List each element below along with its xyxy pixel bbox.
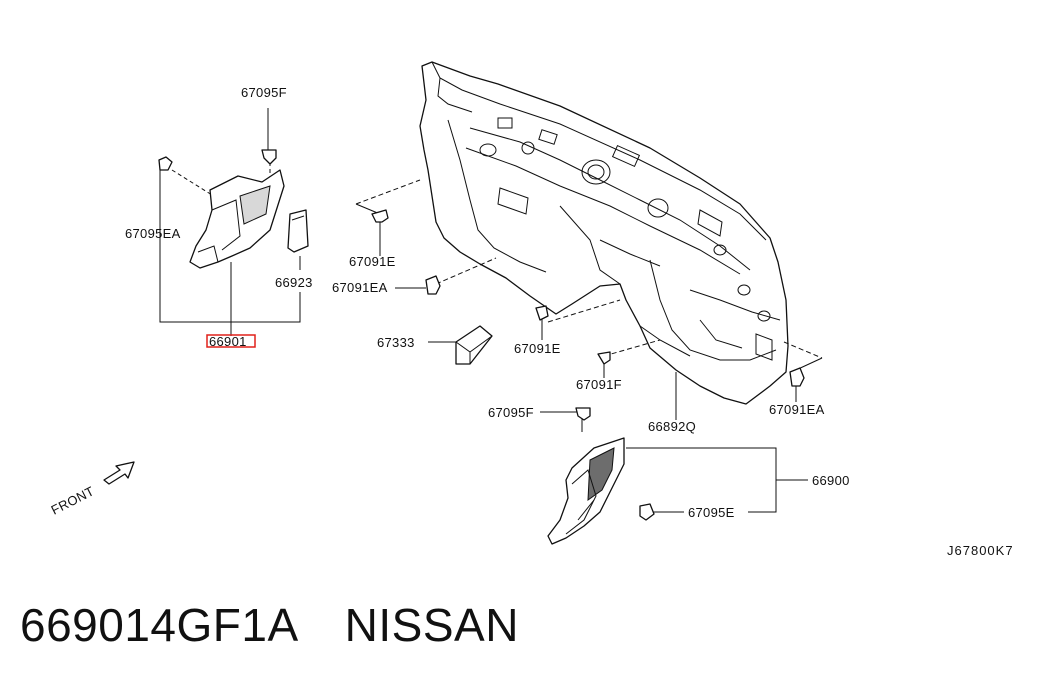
- callout-66901: 66901: [209, 334, 247, 349]
- fasteners: [371, 209, 805, 387]
- dash-insulator-assembly: [419, 61, 789, 405]
- callout-67091f: 67091F: [576, 377, 622, 392]
- callout-67095f-bottom: 67095F: [488, 405, 534, 420]
- callout-66892q: 66892Q: [648, 419, 696, 434]
- callout-67091e-b: 67091E: [514, 341, 561, 356]
- callout-67095ea: 67095EA: [125, 226, 181, 241]
- nut-67091ea-b-part: [789, 367, 805, 387]
- left-trim-assembly: [158, 108, 309, 336]
- callout-67091e-a: 67091E: [349, 254, 396, 269]
- callout-labels: 67095F 67095EA 66923 66901 67091E 67091E…: [125, 85, 1014, 558]
- callout-66900: 66900: [812, 473, 850, 488]
- insulator-leaders: [355, 179, 823, 420]
- callout-67095e: 67095E: [688, 505, 735, 520]
- callout-66923: 66923: [275, 275, 313, 290]
- screw-67095f-bottom-part: [575, 407, 591, 421]
- screw-67095f-part: [261, 149, 277, 165]
- clip-67091e-a-part: [371, 209, 389, 223]
- brand-name: NISSAN: [344, 599, 519, 651]
- right-trim-assembly: [540, 407, 808, 545]
- clip-67095e-part: [639, 503, 655, 521]
- pad-67333-part: [455, 325, 493, 365]
- front-direction-indicator: FRONT: [49, 461, 135, 518]
- callout-67091ea-b: 67091EA: [769, 402, 825, 417]
- insulator-66892q-part: [419, 61, 789, 405]
- nut-67091ea-a-part: [425, 275, 441, 295]
- callout-67091ea-a: 67091EA: [332, 280, 388, 295]
- front-arrow-icon: [103, 461, 135, 485]
- part-caption: 669014GF1A NISSAN: [20, 598, 519, 652]
- diagram-code: J67800K7: [947, 543, 1014, 558]
- pad-67333: [455, 325, 493, 365]
- callout-67095f-top: 67095F: [241, 85, 287, 100]
- highlight-box: [206, 334, 256, 348]
- part-number: 669014GF1A: [20, 599, 299, 651]
- front-label: FRONT: [49, 483, 97, 517]
- cover-66923-part: [287, 209, 309, 253]
- clip-67095ea-part: [158, 156, 173, 171]
- callout-67333: 67333: [377, 335, 415, 350]
- side-trim-66901-part: [189, 169, 285, 269]
- screw-67091f-part: [597, 351, 611, 365]
- clip-67091e-b-part: [535, 305, 549, 321]
